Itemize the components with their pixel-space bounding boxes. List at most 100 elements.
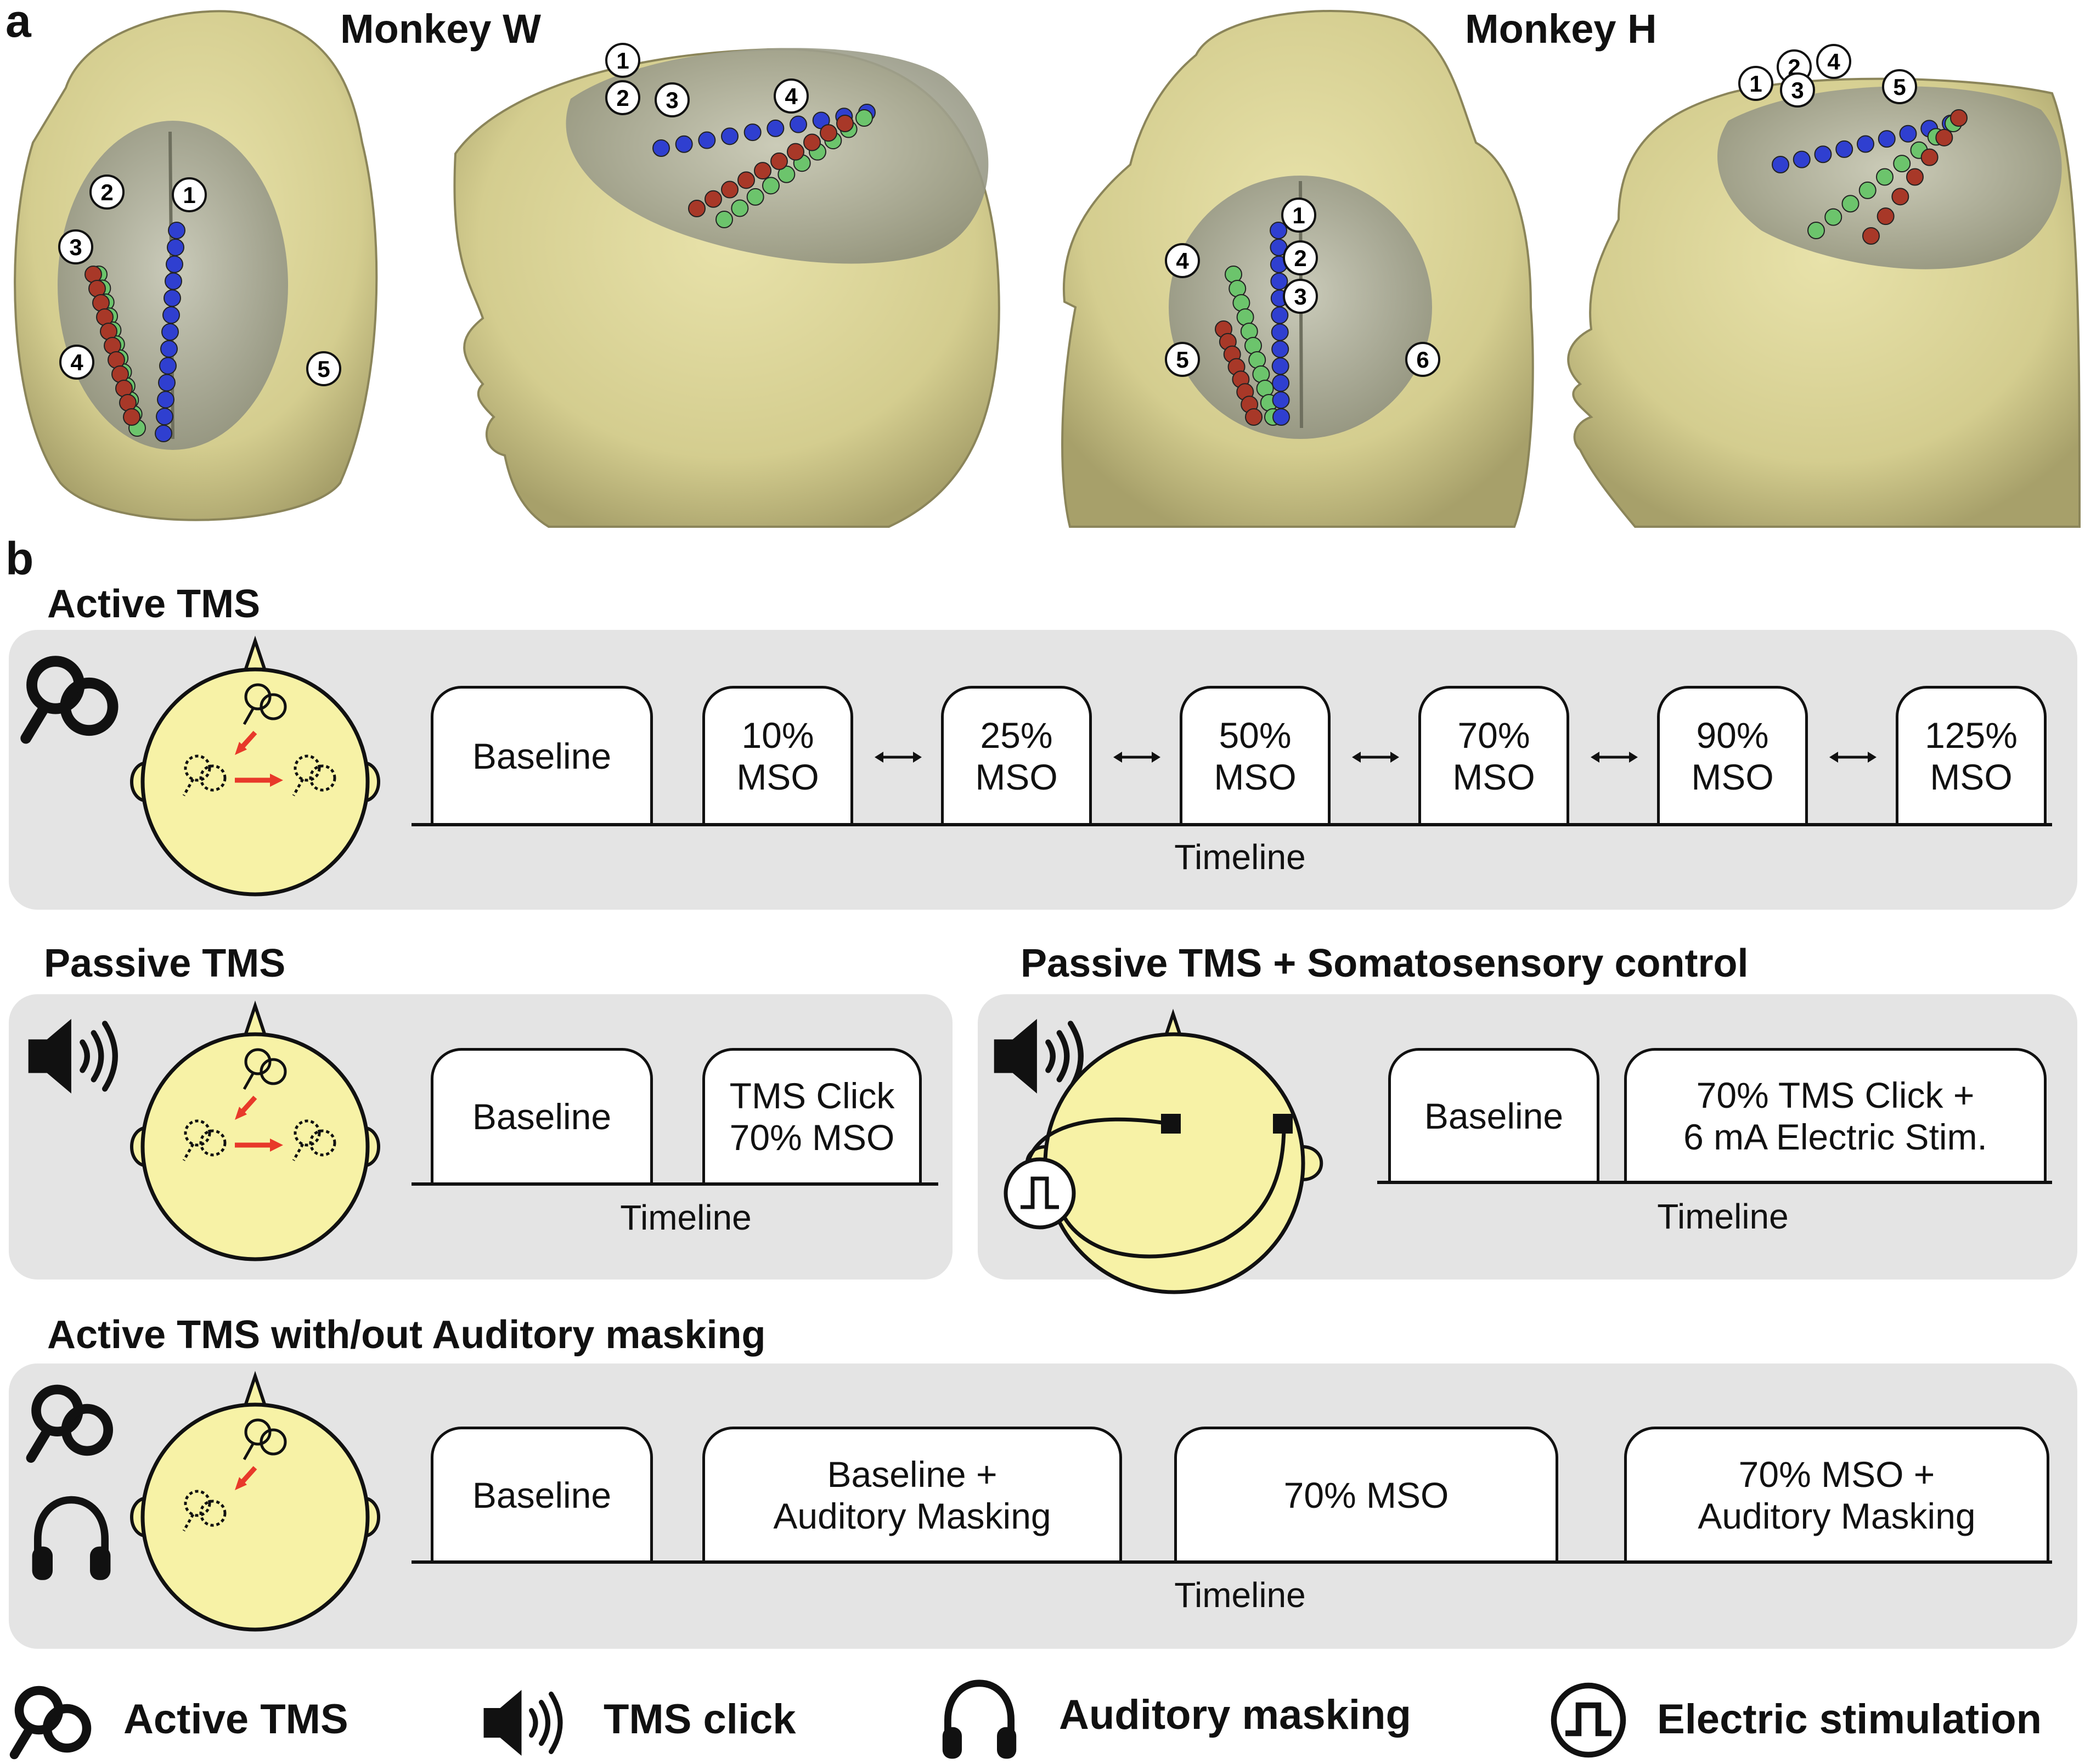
- electrode-red: [1876, 207, 1895, 226]
- block-label-line2: Auditory Masking: [1698, 1495, 1976, 1536]
- electrode-red: [1950, 109, 1968, 127]
- double-arrow-icon: [875, 752, 922, 763]
- electrode-blue: [1772, 156, 1789, 173]
- timeline-block: Baseline: [1388, 1048, 1599, 1182]
- electrode-red: [721, 181, 739, 199]
- electrode-red: [1891, 188, 1909, 206]
- electrode-green: [1893, 155, 1911, 173]
- svg-text:4: 4: [1176, 248, 1189, 274]
- electrode-blue: [1793, 150, 1811, 168]
- electrode-blue: [790, 115, 807, 133]
- svg-text:4: 4: [1827, 49, 1840, 75]
- speaker-icon: [483, 1690, 563, 1756]
- block-label-line1: TMS Click: [729, 1075, 895, 1117]
- electrode-red: [836, 115, 854, 132]
- head-diagram-somato: [1004, 1008, 1323, 1294]
- block-label-line2: 6 mA Electric Stim.: [1683, 1116, 1987, 1157]
- electrode-blue: [159, 357, 177, 375]
- electrode-blue: [158, 374, 176, 392]
- block-label-line1: 70% MSO: [1283, 1474, 1449, 1515]
- coil-icon: [9, 1686, 92, 1760]
- electrode-blue: [743, 123, 762, 142]
- electrode-blue: [1835, 140, 1853, 158]
- electrode-green: [1807, 222, 1825, 239]
- block-label-line1: 25%: [980, 714, 1053, 756]
- panel-letter-a: a: [5, 0, 31, 47]
- electrode-blue: [1814, 145, 1832, 164]
- electrode-green: [1876, 168, 1894, 186]
- site-marker: 3: [1283, 279, 1318, 314]
- block-label-line1: 50%: [1219, 714, 1292, 756]
- block-label-line1: 90%: [1696, 714, 1769, 756]
- double-arrow-icon: [1352, 752, 1399, 763]
- electrode-blue: [1899, 125, 1917, 143]
- svg-text:4: 4: [785, 83, 798, 109]
- block-label-line2: MSO: [975, 756, 1058, 797]
- site-marker: 2: [605, 80, 640, 115]
- site-marker: 1: [172, 177, 207, 212]
- svg-text:5: 5: [317, 356, 330, 382]
- electrode-blue: [160, 340, 178, 358]
- block-label-line1: Baseline +: [827, 1453, 998, 1495]
- electrode-red: [1862, 227, 1880, 245]
- passive-tms-title: Passive TMS: [44, 942, 286, 985]
- electrode-green: [746, 188, 764, 206]
- timeline-block: Baseline +Auditory Masking: [702, 1427, 1122, 1562]
- electrode-green: [855, 109, 873, 127]
- svg-text:1: 1: [183, 182, 195, 208]
- electrode-blue: [165, 272, 182, 290]
- svg-text:3: 3: [666, 87, 678, 113]
- head-diagram-active: [126, 636, 384, 894]
- electrode-red: [1245, 408, 1263, 426]
- svg-text:1: 1: [1749, 71, 1762, 97]
- electrode-blue: [167, 238, 184, 256]
- electrode-green: [1858, 181, 1876, 199]
- headphones-icon: [32, 1496, 111, 1580]
- legend-label-electric-stimulation: Electric stimulation: [1657, 1696, 2042, 1743]
- svg-text:4: 4: [70, 350, 83, 375]
- electrode-red: [803, 133, 821, 151]
- electrode-blue: [162, 306, 180, 324]
- electrode-blue: [1270, 272, 1288, 290]
- electrode-blue: [156, 408, 173, 426]
- electrode-red: [737, 171, 755, 189]
- panel-letter-b: b: [5, 533, 34, 584]
- site-marker: 3: [655, 82, 690, 117]
- svg-text:3: 3: [1791, 77, 1804, 103]
- timeline-block: Baseline: [431, 1048, 653, 1183]
- electrode-blue: [166, 255, 183, 273]
- site-marker: 5: [1165, 342, 1200, 377]
- electrode-red: [688, 200, 706, 217]
- block-label-line1: Baseline: [472, 1096, 612, 1137]
- block-label-line2: Auditory Masking: [773, 1495, 1051, 1536]
- block-label-line1: 70% TMS Click +: [1696, 1074, 1975, 1115]
- passive-somato-timeline: [1377, 1181, 2052, 1184]
- legend-label-auditory-masking: Auditory masking: [1059, 1692, 1411, 1738]
- timeline-block: Baseline: [431, 1427, 653, 1562]
- head-diagram-masking: [130, 1371, 380, 1632]
- pulse-icon: [1551, 1682, 1626, 1758]
- monkey-w-top-view: [14, 10, 378, 521]
- monkey-h-side-view: [1567, 77, 2081, 528]
- monkey-h-title: Monkey H: [1465, 6, 1657, 52]
- masking-timeline: [412, 1560, 2052, 1564]
- svg-text:5: 5: [1176, 347, 1188, 373]
- svg-text:1: 1: [1292, 202, 1305, 228]
- electrode-green: [1841, 195, 1859, 213]
- passive-tms-timeline-label: Timeline: [620, 1198, 752, 1237]
- coil-icon: [26, 1384, 113, 1463]
- svg-text:2: 2: [616, 85, 629, 111]
- electrode-blue: [721, 127, 739, 145]
- block-label-line2: MSO: [1452, 756, 1535, 797]
- active-tms-title: Active TMS: [47, 582, 261, 626]
- electrode-blue: [157, 391, 174, 409]
- svg-text:1: 1: [616, 48, 629, 74]
- site-marker: 5: [1882, 69, 1917, 104]
- electrode-red: [770, 152, 788, 170]
- masking-timeline-label: Timeline: [1174, 1575, 1306, 1615]
- masking-title: Active TMS with/out Auditory masking: [47, 1313, 766, 1357]
- electrode-blue: [1878, 130, 1896, 148]
- double-arrow-icon: [1113, 752, 1160, 763]
- electrode-red: [1920, 148, 1939, 166]
